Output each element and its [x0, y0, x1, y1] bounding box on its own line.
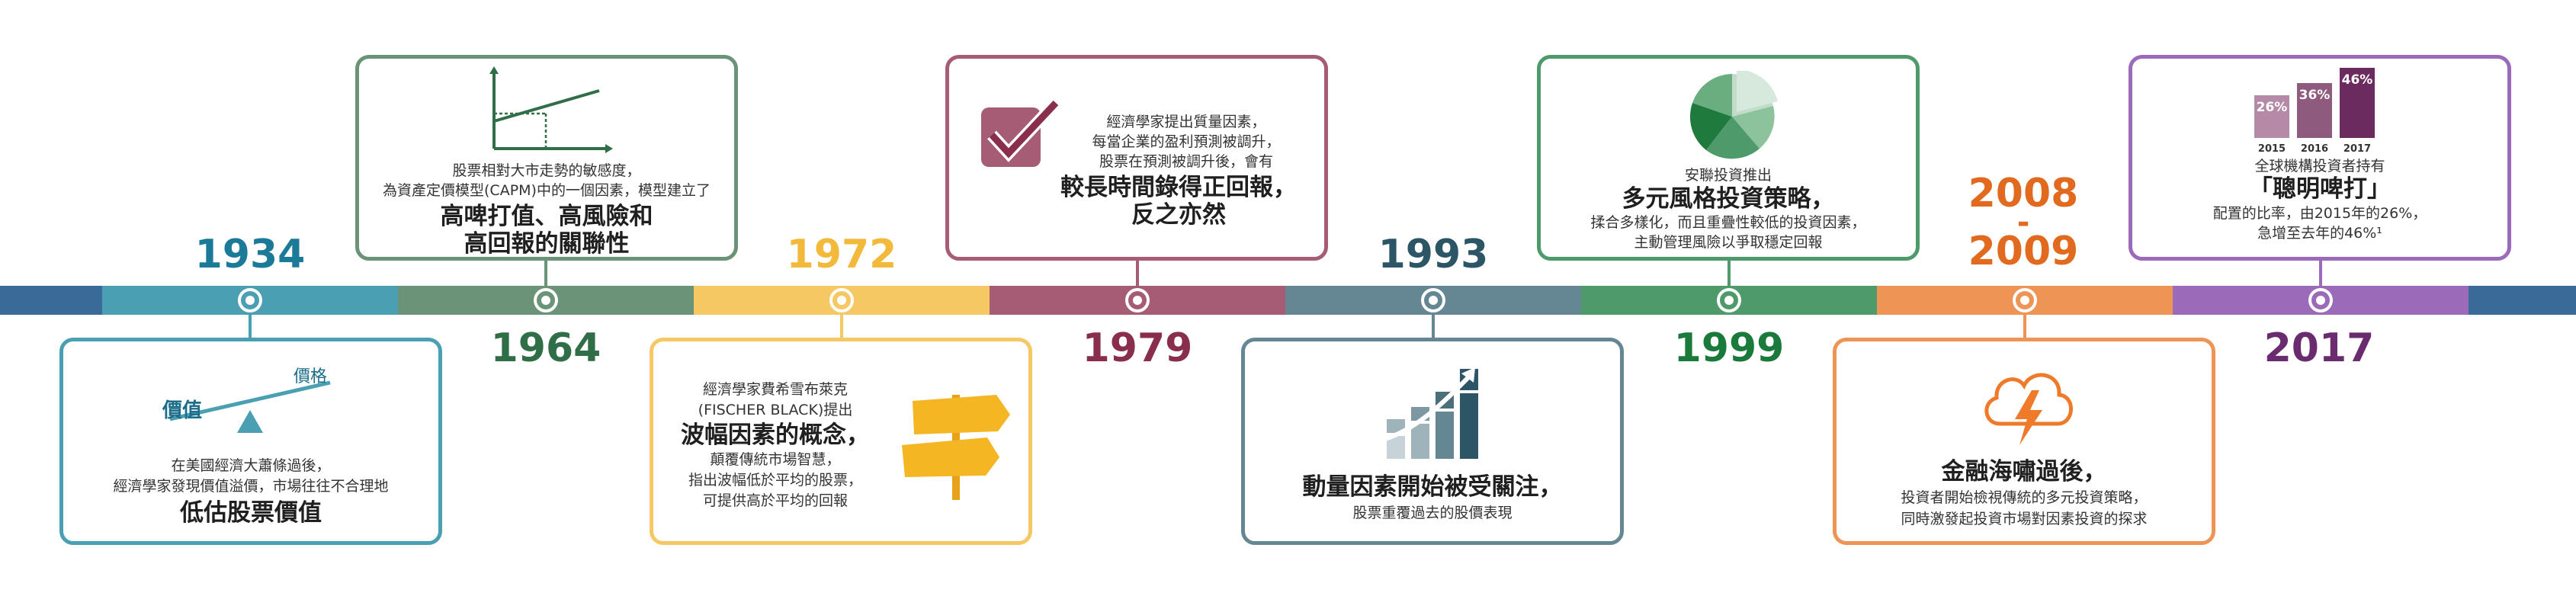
card-1934-line-1: 在美國經濟大蕭條過後， — [171, 457, 331, 474]
year-1979: 1979 — [1082, 325, 1193, 371]
mini-bar-value-2017: 46% — [2341, 72, 2373, 88]
timeline-bar-end — [2469, 286, 2576, 315]
timeline-dot-1999 — [1717, 288, 1741, 312]
year-1972: 1972 — [786, 232, 897, 277]
rising-bars-icon — [1384, 367, 1478, 459]
card-1979-line-2: 每當企業的盈利預測被調升， — [1092, 133, 1281, 150]
year-2009: 2009 — [1968, 229, 2079, 274]
card-2008: 金融海嘯過後， 投資者開始檢視傳統的多元投資策略， 同時激發起投資市場對因素投資… — [1833, 338, 2215, 545]
card-1972-line-2: (FISCHER BLACK)提出 — [698, 402, 853, 418]
stem-2017 — [2319, 261, 2322, 286]
card-1999-headline: 多元風格投資策略， — [1622, 185, 1835, 213]
card-2017-line-3: 急增至去年的46%¹ — [2257, 225, 2382, 242]
card-1964-headline-1: 高啤打值、高風險和 — [440, 203, 653, 230]
seesaw-icon — [169, 380, 331, 433]
mini-bar-value-2015: 26% — [2256, 100, 2288, 115]
card-1972-line-1: 經濟學家費希雪布萊克 — [702, 381, 848, 398]
seesaw-price-label: 價格 — [294, 367, 328, 386]
card-1972: 經濟學家費希雪布萊克 (FISCHER BLACK)提出 波幅因素的概念， 顛覆… — [650, 338, 1032, 545]
stem-1999 — [1727, 261, 1731, 286]
card-1964-line-2: 為資產定價模型(CAPM)中的一個因素，模型建立了 — [383, 182, 711, 199]
card-1972-text: 經濟學家費希雪布萊克 (FISCHER BLACK)提出 波幅因素的概念， 顛覆… — [661, 380, 890, 511]
timeline-dot-1993 — [1421, 288, 1445, 312]
card-1979-line-1: 經濟學家提出質量因素， — [1106, 114, 1266, 130]
seesaw-value-label: 價值 — [162, 399, 203, 422]
stem-2008 — [2023, 315, 2026, 338]
mini-bar-2015 — [2254, 95, 2289, 138]
card-1964-headline-2: 高回報的關聯性 — [464, 230, 630, 258]
year-2008: 2008 — [1968, 171, 2079, 216]
card-1972-line-3: 顛覆傳統市場智慧， — [710, 451, 841, 468]
card-2017-headline: 「聰明啤打」 — [2249, 175, 2391, 203]
card-2017-line-2: 配置的比率，由2015年的26%， — [2212, 205, 2427, 222]
timeline-dot-2008 — [2013, 288, 2037, 312]
card-1972-line-4: 指出波幅低於平均的股票， — [688, 472, 862, 489]
card-2008-line-1: 投資者開始檢視傳統的多元投資策略， — [1901, 489, 2148, 506]
card-1964-line-1: 股票相對大市走勢的敏感度， — [452, 162, 641, 179]
stem-1979 — [1136, 261, 1139, 286]
card-2017-line-1: 全球機構投資者持有 — [2254, 158, 2385, 175]
card-2017: 26% 36% 46% 2015 2016 2017 全球機構投資者持有 「聰明… — [2128, 55, 2511, 261]
card-1979-headline-1: 較長時間錄得正回報， — [1060, 174, 1297, 201]
stem-1934 — [249, 315, 252, 338]
card-2008-line-2: 同時激發起投資市場對因素投資的探求 — [1901, 511, 2148, 527]
signpost-icon — [902, 395, 1010, 500]
mini-bar-2017 — [2340, 68, 2375, 138]
stem-1964 — [544, 261, 547, 286]
pie-chart-icon — [1689, 71, 1778, 159]
checkmark-icon — [981, 98, 1060, 167]
year-dash: - — [2016, 205, 2030, 240]
card-1972-line-5: 可提供高於平均的回報 — [702, 492, 848, 509]
card-1934-line-2: 經濟學家發現價值溢價，市場往往不合理地 — [113, 478, 389, 495]
year-1999: 1999 — [1673, 325, 1785, 371]
mini-bar-value-2016: 36% — [2299, 88, 2331, 103]
year-2008-2009: 2008 - 2009 — [1909, 172, 2138, 273]
timeline-dot-1964 — [534, 288, 558, 312]
mini-bar-year-2016: 2016 — [2300, 143, 2329, 155]
timeline-dot-2017 — [2308, 288, 2333, 312]
card-1964: 股票相對大市走勢的敏感度， 為資產定價模型(CAPM)中的一個因素，模型建立了 … — [355, 55, 738, 261]
card-1999-line-3: 主動管理風險以爭取穩定回報 — [1634, 234, 1823, 251]
mini-bar-2016 — [2297, 83, 2332, 138]
card-1993: 動量因素開始被受關注， 股票重覆過去的股價表現 — [1241, 338, 1624, 545]
card-1979: 經濟學家提出質量因素， 每當企業的盈利預測被調升， 股票在預測被調升後，會有 較… — [945, 55, 1328, 261]
card-1999-line-2: 揉合多樣化，而且重疊性較低的投資因素， — [1590, 214, 1866, 231]
year-2017: 2017 — [2263, 325, 2375, 371]
line-graph-icon — [489, 66, 613, 153]
stem-1993 — [1432, 315, 1435, 338]
mini-bar-year-2017: 2017 — [2343, 143, 2372, 155]
storm-cloud-icon — [1984, 373, 2073, 445]
year-1993: 1993 — [1378, 232, 1489, 277]
card-1999: 安聯投資推出 多元風格投資策略， 揉合多樣化，而且重疊性較低的投資因素， 主動管… — [1537, 55, 1920, 261]
timeline-dot-1979 — [1125, 288, 1150, 312]
year-1934: 1934 — [194, 232, 306, 277]
mini-bar-year-2015: 2015 — [2257, 143, 2286, 155]
timeline-dot-1934 — [238, 288, 262, 312]
bar-chart-icon: 26% 36% 46% 2015 2016 2017 — [2254, 66, 2392, 155]
stem-1972 — [840, 315, 843, 338]
card-1999-line-1: 安聯投資推出 — [1684, 167, 1772, 184]
card-1972-headline: 波幅因素的概念， — [681, 421, 870, 449]
card-2008-headline: 金融海嘯過後， — [1941, 458, 2107, 485]
year-1964: 1964 — [490, 325, 601, 371]
timeline-dot-1972 — [829, 288, 854, 312]
card-1993-line-1: 股票重覆過去的股價表現 — [1352, 505, 1513, 521]
timeline-bar-start — [0, 286, 102, 315]
card-1979-headline-2: 反之亦然 — [1131, 201, 1226, 229]
card-1993-headline: 動量因素開始被受關注， — [1302, 473, 1563, 501]
card-1979-line-3: 股票在預測被調升後，會有 — [1099, 153, 1273, 170]
card-1934: 價格 價值 在美國經濟大蕭條過後， 經濟學家發現價值溢價，市場往往不合理地 低估… — [59, 338, 442, 545]
card-1934-headline: 低估股票價值 — [180, 499, 322, 527]
